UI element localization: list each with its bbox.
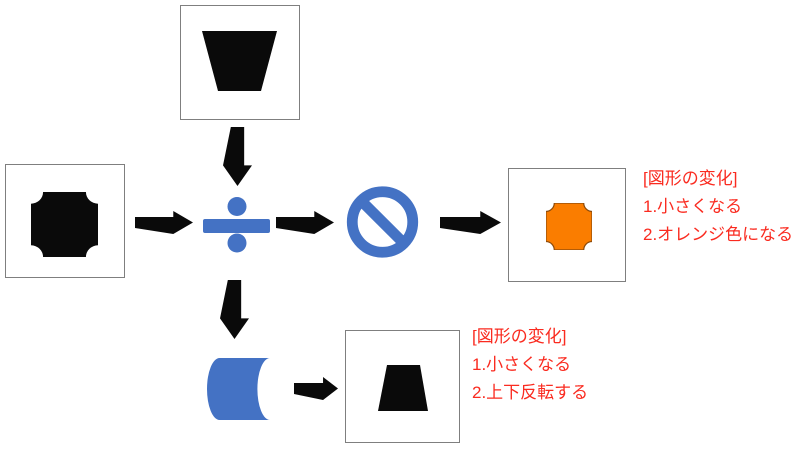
- note-right-title: [図形の変化]: [643, 169, 738, 188]
- prohibition-slash: [358, 197, 407, 247]
- upright-trapezoid-shape: [378, 365, 428, 411]
- stored-data-shape: [207, 358, 270, 420]
- arrow-stored-to-output: [294, 377, 338, 400]
- arrow-divide-to-stored: [220, 280, 249, 339]
- input-box-top: [180, 5, 300, 120]
- note-right-output: [図形の変化] 1.小さくなる 2.オレンジ色になる: [643, 165, 793, 249]
- prohibition-icon: [346, 186, 419, 258]
- division-dot-bottom: [227, 233, 247, 253]
- arrow-divide-to-prohibit: [276, 211, 334, 234]
- note-bottom-item-2: 2.上下反転する: [472, 383, 589, 402]
- arrow-prohibit-to-output: [440, 211, 501, 234]
- note-right-item-1: 1.小さくなる: [643, 197, 743, 216]
- note-bottom-title: [図形の変化]: [472, 327, 567, 346]
- input-box-left: [5, 164, 125, 278]
- output-box-right: [508, 168, 626, 282]
- arrow-top-to-divide: [223, 127, 252, 186]
- plaque-square-orange-path: [546, 203, 592, 250]
- upright-trapezoid-polygon: [378, 365, 428, 411]
- inverted-trapezoid-polygon: [202, 31, 277, 91]
- note-bottom-output: [図形の変化] 1.小さくなる 2.上下反転する: [472, 323, 588, 407]
- note-bottom-item-1: 1.小さくなる: [472, 355, 572, 374]
- inverted-trapezoid-shape: [202, 31, 277, 91]
- division-dot-top: [227, 197, 247, 216]
- stored-data-path: [207, 358, 270, 420]
- output-box-bottom: [345, 330, 460, 443]
- note-right-item-2: 2.オレンジ色になる: [643, 225, 794, 244]
- arrow-left-to-divide: [135, 211, 193, 234]
- division-bar: [203, 219, 270, 233]
- plaque-square-black-path: [31, 192, 98, 257]
- plaque-square-orange-shape: [546, 203, 592, 250]
- division-icon: [203, 197, 270, 253]
- prohibition-ring: [346, 186, 419, 258]
- plaque-square-black-shape: [31, 192, 98, 257]
